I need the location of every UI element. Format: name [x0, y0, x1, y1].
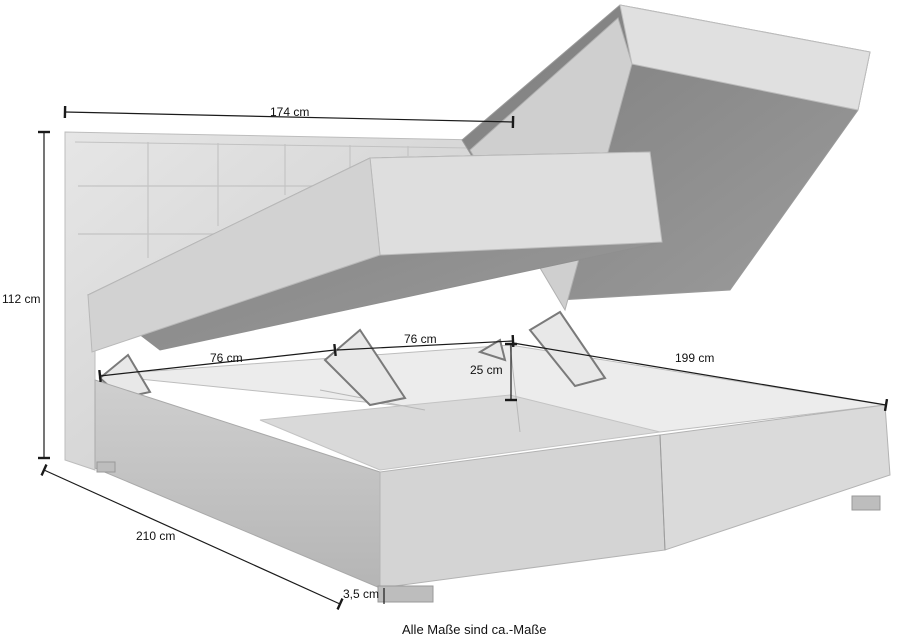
label-storage-right: 76 cm [404, 332, 437, 346]
label-width: 174 cm [270, 105, 310, 119]
label-length: 210 cm [136, 529, 176, 543]
dim-line-mattress-length [512, 342, 889, 412]
dim-line-storage-left [98, 343, 337, 383]
dim-line-storage-right [336, 334, 515, 351]
label-mattress-length: 199 cm [675, 351, 715, 365]
foot-front-left [377, 585, 434, 603]
foot-back-left [96, 461, 116, 473]
label-storage-depth: 25 cm [470, 363, 503, 377]
caption: Alle Maße sind ca.-Maße [402, 622, 547, 637]
dim-line-width [63, 105, 515, 129]
dim-line-length [40, 464, 344, 610]
left-lid-raised [87, 151, 663, 353]
label-feet-height: 3,5 cm [343, 587, 380, 601]
label-height: 112 cm [2, 292, 41, 306]
foot-front-right [851, 495, 881, 511]
label-storage-left: 76 cm [210, 351, 243, 365]
dimension-lines [38, 105, 889, 610]
